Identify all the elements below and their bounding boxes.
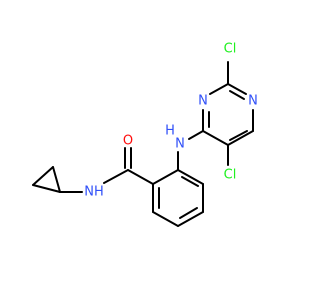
bond-benz-2 bbox=[177, 169, 204, 185]
bond-nh-pyrimidine bbox=[188, 130, 204, 140]
bond-pyr-c2-n1 bbox=[227, 83, 247, 95]
bond-cyclopropyl-2 bbox=[32, 184, 61, 193]
ring-n1-label: N bbox=[248, 94, 258, 109]
bond-nh-carbonyl bbox=[103, 169, 129, 184]
amide-nh-label: NH bbox=[84, 185, 104, 200]
bond-benz-inner-1 bbox=[181, 176, 199, 187]
bonds bbox=[32, 61, 254, 227]
ring-n3-label: N bbox=[198, 94, 208, 109]
aryl-amine-n-label: N bbox=[175, 137, 185, 152]
aryl-amine-h-label: H bbox=[165, 124, 175, 139]
bond-benz-4 bbox=[177, 211, 204, 227]
oxygen-label: O bbox=[123, 134, 133, 149]
bond-benz-inner-2 bbox=[179, 207, 198, 219]
bond-pyr-c5-c4 bbox=[202, 130, 229, 146]
atom-labels: O NH H N N N Cl Cl bbox=[84, 42, 258, 200]
bond-cyclopropyl-3 bbox=[52, 166, 61, 193]
bond-pyr-inner-3 bbox=[229, 130, 248, 141]
bond-carbonyl-benzene bbox=[127, 169, 154, 185]
bond-cyclopropyl-1 bbox=[32, 166, 54, 186]
molecule-structure: O NH H N N N Cl Cl bbox=[32, 42, 258, 227]
bond-benz-1 bbox=[152, 169, 179, 185]
chlorine-5-label: Cl bbox=[224, 168, 237, 183]
chlorine-2-label: Cl bbox=[224, 42, 237, 57]
bond-pyr-n3-c2 bbox=[209, 83, 229, 95]
bond-benz-5 bbox=[152, 211, 179, 227]
bond-pyr-c6-c5 bbox=[227, 130, 254, 146]
bond-pyr-inner-2 bbox=[229, 90, 245, 100]
